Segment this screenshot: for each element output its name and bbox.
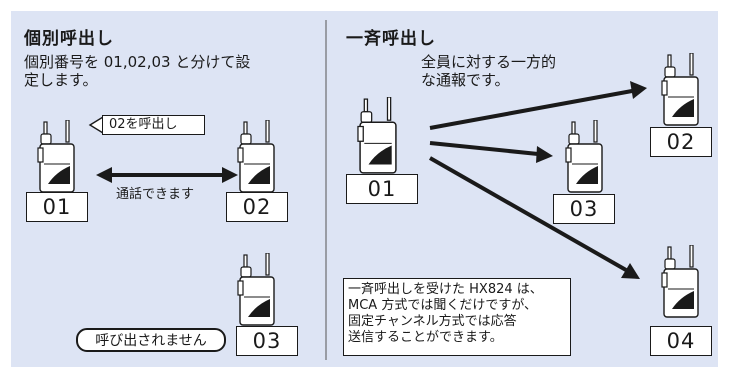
radio-right-01 xyxy=(354,96,402,179)
radio-right-03 xyxy=(563,119,607,198)
radio-icon xyxy=(565,119,603,193)
all-call-note: 一斉呼出しを受けた HX824 は、 MCA 方式では聞くだけですが、 固定チャ… xyxy=(343,278,571,356)
radio-icon xyxy=(237,119,275,193)
radio-icon xyxy=(661,244,699,318)
all-call-desc-line1: 全員に対する一方的 xyxy=(421,53,557,71)
all-call-desc-line2: な通報です。 xyxy=(421,71,510,89)
radio-left-03 xyxy=(236,252,278,331)
individual-call-desc-line1: 個別番号を 01,02,03 と分けて設 xyxy=(24,53,251,71)
note-line-3: 固定チャンネル方式では応答 xyxy=(348,314,517,329)
id-box-left-02: 02 xyxy=(226,192,288,222)
arrow-to-02 xyxy=(429,81,647,130)
arrow-to-04 xyxy=(429,156,640,279)
arrow-to-03 xyxy=(429,141,553,163)
id-box-left-01: 01 xyxy=(26,192,88,222)
all-call-title: 一斉呼出し xyxy=(346,29,436,49)
note-line-2: MCA 方式では聞くだけですが、 xyxy=(348,298,538,313)
talk-label: 通話できます xyxy=(116,187,195,202)
id-box-right-02: 02 xyxy=(650,127,712,157)
individual-call-title: 個別呼出し xyxy=(24,29,114,49)
radio-right-02 xyxy=(659,52,703,131)
radio-icon xyxy=(661,52,699,126)
radio-icon xyxy=(357,96,397,174)
note-line-4: 送信することができます。 xyxy=(348,330,503,345)
radio-left-01 xyxy=(36,119,78,198)
id-box-left-03: 03 xyxy=(236,326,298,356)
id-box-right-03: 03 xyxy=(553,194,615,224)
radio-right-04 xyxy=(659,244,703,323)
radio-left-02 xyxy=(236,119,278,198)
radio-icon xyxy=(37,119,75,193)
call-02-callout: 02を呼出し xyxy=(102,115,205,135)
radio-icon xyxy=(237,252,275,326)
no-call-label: 呼び出されません xyxy=(76,328,226,352)
note-line-1: 一斉呼出しを受けた HX824 は、 xyxy=(348,282,543,297)
individual-call-desc-line2: 定します。 xyxy=(24,71,98,89)
id-box-right-01: 01 xyxy=(346,174,418,204)
id-box-right-04: 04 xyxy=(650,326,712,356)
